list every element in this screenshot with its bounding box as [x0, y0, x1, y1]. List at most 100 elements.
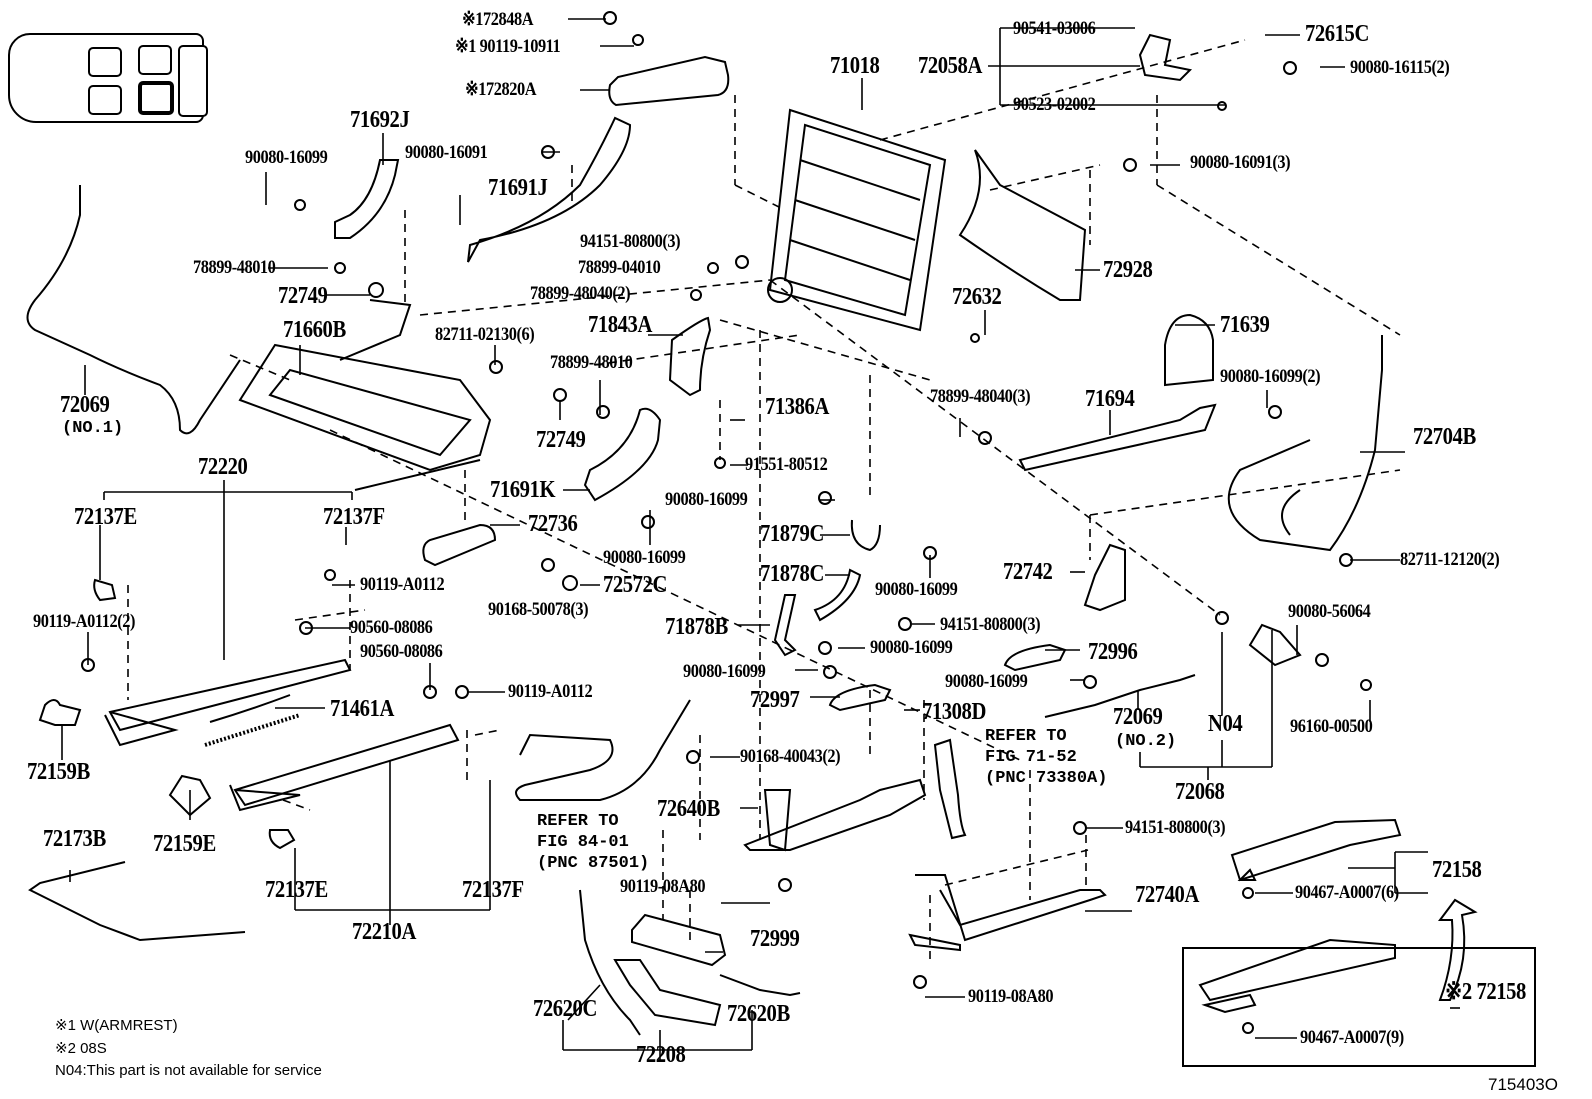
- label-72159E[interactable]: 72159E: [153, 831, 216, 857]
- label-71692J[interactable]: 71692J: [350, 107, 410, 133]
- label-90119-08A80-b[interactable]: 90119-08A80: [968, 986, 1054, 1007]
- label-78899-48040-3[interactable]: 78899-48040(3): [930, 386, 1031, 407]
- label-90119-10911[interactable]: ※1 90119-10911: [455, 36, 561, 57]
- label-90080-16091[interactable]: 90080-16091: [405, 142, 488, 163]
- label-72210A[interactable]: 72210A: [352, 919, 416, 945]
- label-72158-variant[interactable]: ※2 72158: [1445, 979, 1526, 1005]
- side-trim-icon: [1020, 405, 1215, 470]
- label-90560-08086-b[interactable]: 90560-08086: [360, 641, 443, 662]
- label-72620C[interactable]: 72620C: [533, 996, 597, 1022]
- reference-fig-84-01[interactable]: REFER TO FIG 84-01 (PNC 87501): [537, 813, 649, 872]
- label-96160-00500[interactable]: 96160-00500: [1290, 716, 1373, 737]
- label-71691J[interactable]: 71691J: [488, 175, 548, 201]
- label-72137F-b[interactable]: 72137F: [462, 877, 524, 903]
- label-72848A[interactable]: ※172848A: [462, 9, 534, 30]
- label-71879C[interactable]: 71879C: [760, 521, 824, 547]
- label-72058A[interactable]: 72058A: [918, 53, 982, 79]
- label-90119-08A80[interactable]: 90119-08A80: [620, 876, 706, 897]
- vehicle-seat-layout-icon: [8, 33, 208, 123]
- label-71018[interactable]: 71018: [830, 53, 880, 79]
- label-72996[interactable]: 72996: [1088, 639, 1138, 665]
- label-90080-16115[interactable]: 90080-16115(2): [1350, 57, 1450, 78]
- seat-row1-left-icon: [88, 47, 122, 77]
- label-72158[interactable]: 72158: [1432, 857, 1482, 883]
- label-72137F[interactable]: 72137F: [323, 504, 385, 530]
- label-82711-02130[interactable]: 82711-02130(6): [435, 324, 535, 345]
- label-72137E-b[interactable]: 72137E: [265, 877, 328, 903]
- label-71878C[interactable]: 71878C: [760, 561, 824, 587]
- label-71694[interactable]: 71694: [1085, 386, 1135, 412]
- label-71691K[interactable]: 71691K: [490, 477, 556, 503]
- label-78899-48010-b[interactable]: 78899-48010: [550, 352, 633, 373]
- wire-harness-icon: [516, 700, 690, 800]
- label-90080-56064[interactable]: 90080-56064: [1288, 601, 1371, 622]
- label-71386A[interactable]: 71386A: [765, 394, 829, 420]
- label-72069-no2[interactable]: 72069: [1113, 704, 1163, 730]
- label-72620B[interactable]: 72620B: [727, 1001, 790, 1027]
- label-72068[interactable]: 72068: [1175, 779, 1225, 805]
- label-72997[interactable]: 72997: [750, 687, 800, 713]
- label-90119-A0112-c[interactable]: 90119-A0112: [508, 681, 593, 702]
- label-90080-16099-h[interactable]: 90080-16099: [945, 671, 1028, 692]
- label-71843A[interactable]: 71843A: [588, 312, 652, 338]
- label-90541-03006[interactable]: 90541-03006: [1013, 18, 1096, 39]
- label-90080-16099-2[interactable]: 90080-16099(2): [1220, 366, 1321, 387]
- label-94151-80800-c[interactable]: 94151-80800(3): [1125, 817, 1226, 838]
- hook-bracket-icon: [852, 520, 880, 550]
- label-72208[interactable]: 72208: [636, 1042, 686, 1068]
- label-90080-16099-d[interactable]: 90080-16099: [603, 547, 686, 568]
- label-90523-02002[interactable]: 90523-02002: [1013, 94, 1096, 115]
- label-78899-48040[interactable]: 78899-48040(2): [530, 283, 631, 304]
- label-72069-no2-sub: (NO.2): [1115, 732, 1177, 751]
- reference-fig-71-52[interactable]: REFER TO FIG 71-52 (PNC 73380A): [985, 728, 1107, 787]
- label-90467-A0007-9[interactable]: 90467-A0007(9): [1300, 1027, 1404, 1048]
- label-82711-12120[interactable]: 82711-12120(2): [1400, 549, 1500, 570]
- label-72742[interactable]: 72742: [1003, 559, 1053, 585]
- label-78899-04010[interactable]: 78899-04010: [578, 257, 661, 278]
- label-71308D[interactable]: 71308D: [922, 699, 986, 725]
- label-90080-16091-3[interactable]: 90080-16091(3): [1190, 152, 1291, 173]
- label-90467-A0007-6[interactable]: 90467-A0007(6): [1295, 882, 1399, 903]
- label-72615C[interactable]: 72615C: [1305, 21, 1369, 47]
- label-94151-80800-b[interactable]: 94151-80800(3): [940, 614, 1041, 635]
- label-94151-80800[interactable]: 94151-80800(3): [580, 231, 681, 252]
- label-90119-A0112-2[interactable]: 90119-A0112(2): [33, 611, 136, 632]
- label-90080-16099-g[interactable]: 90080-16099: [683, 661, 766, 682]
- label-72159B[interactable]: 72159B: [27, 759, 90, 785]
- label-71660B[interactable]: 71660B: [283, 317, 346, 343]
- label-72740A[interactable]: 72740A: [1135, 882, 1199, 908]
- part-shapes: [28, 12, 1536, 1066]
- label-91551-80512[interactable]: 91551-80512: [745, 454, 828, 475]
- label-72572C[interactable]: 72572C: [603, 572, 667, 598]
- headrest-cover-icon: [1165, 315, 1213, 385]
- label-90168-40043[interactable]: 90168-40043(2): [740, 746, 841, 767]
- label-72220[interactable]: 72220: [198, 454, 248, 480]
- label-71639[interactable]: 71639: [1220, 312, 1270, 338]
- label-90080-16099-c[interactable]: 90080-16099: [665, 489, 748, 510]
- label-90080-16099[interactable]: 90080-16099: [245, 147, 328, 168]
- label-90168-50078[interactable]: 90168-50078(3): [488, 599, 589, 620]
- latch-icon: [1085, 545, 1125, 610]
- label-90080-16099-f[interactable]: 90080-16099: [870, 637, 953, 658]
- label-72704B[interactable]: 72704B: [1413, 424, 1476, 450]
- label-72928[interactable]: 72928: [1103, 257, 1153, 283]
- label-72749[interactable]: 72749: [278, 283, 328, 309]
- dashed-guide-lines: [128, 40, 1400, 965]
- label-72173B[interactable]: 72173B: [43, 826, 106, 852]
- leader-lines: [62, 19, 1460, 1060]
- label-90560-08086[interactable]: 90560-08086: [350, 617, 433, 638]
- label-72820A[interactable]: ※172820A: [465, 79, 537, 100]
- label-72640B[interactable]: 72640B: [657, 796, 720, 822]
- label-N04[interactable]: N04: [1208, 711, 1243, 737]
- label-72137E[interactable]: 72137E: [74, 504, 137, 530]
- label-90080-16099-e[interactable]: 90080-16099: [875, 579, 958, 600]
- label-71461A[interactable]: 71461A: [330, 696, 394, 722]
- label-78899-48010[interactable]: 78899-48010: [193, 257, 276, 278]
- label-72736[interactable]: 72736: [528, 511, 578, 537]
- label-72069-no1[interactable]: 72069: [60, 392, 110, 418]
- label-71878B[interactable]: 71878B: [665, 614, 728, 640]
- label-72749-b[interactable]: 72749: [536, 427, 586, 453]
- label-72999[interactable]: 72999: [750, 926, 800, 952]
- label-90119-A0112[interactable]: 90119-A0112: [360, 574, 445, 595]
- label-72632[interactable]: 72632: [952, 284, 1002, 310]
